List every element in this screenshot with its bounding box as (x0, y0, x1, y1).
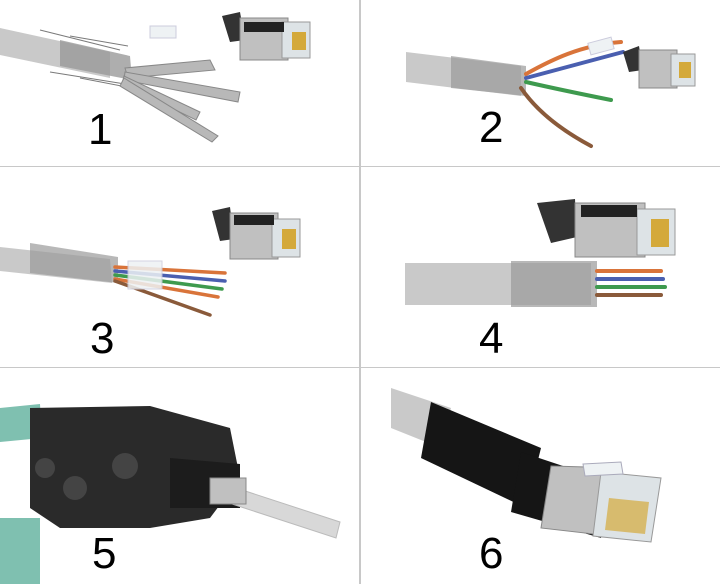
step-number: 6 (479, 529, 504, 578)
green-pair (524, 80, 613, 102)
step-number: 4 (479, 314, 504, 363)
blue-pair (524, 50, 625, 80)
crimper-pivot-bolt (112, 453, 138, 479)
trimmed-wires (595, 269, 667, 297)
crimper-pivot-bolt (35, 458, 55, 478)
step-3-illustration (0, 207, 301, 317)
step-3-panel: 3 (0, 167, 359, 367)
step-4-panel: 4 (361, 167, 720, 367)
wire-loader (127, 260, 163, 290)
step-4-illustration (405, 199, 676, 307)
braid-shield (511, 261, 597, 307)
step-number: 5 (92, 529, 117, 578)
step-1-panel: 1 (0, 0, 359, 166)
braid-shield (60, 40, 132, 80)
horizontal-divider (0, 367, 720, 368)
rj45-connector (537, 199, 676, 258)
vertical-divider (359, 0, 361, 584)
twisted-pairs (519, 40, 625, 148)
rj45-connector (209, 477, 247, 505)
heatshrink-boot (421, 402, 541, 508)
step-6-panel: 6 (361, 368, 720, 584)
crimper-pivot-bolt (63, 476, 87, 500)
step-5-panel: 5 (0, 368, 359, 584)
step-number: 2 (479, 103, 504, 152)
step-5-illustration (0, 404, 341, 584)
brown-pair (519, 86, 593, 148)
rj45-connector (212, 207, 301, 260)
rj45-connector (623, 46, 696, 89)
step-number: 3 (90, 314, 115, 363)
step-2-illustration (406, 36, 696, 148)
braid-strands (39, 29, 133, 89)
step-6-illustration (391, 388, 662, 543)
rj45-connector (540, 461, 662, 543)
crimper-lower-grip (0, 518, 40, 584)
step-number: 1 (88, 105, 113, 154)
braid-shield (451, 56, 526, 96)
wire-loader (587, 36, 615, 56)
foil-pair-4 (119, 77, 219, 143)
horizontal-divider (0, 166, 720, 167)
rj45-connector (222, 12, 311, 61)
step-1-illustration (0, 12, 311, 143)
braid-shield (30, 243, 118, 283)
step-2-panel: 2 (361, 0, 720, 166)
wire-loader (149, 25, 177, 39)
